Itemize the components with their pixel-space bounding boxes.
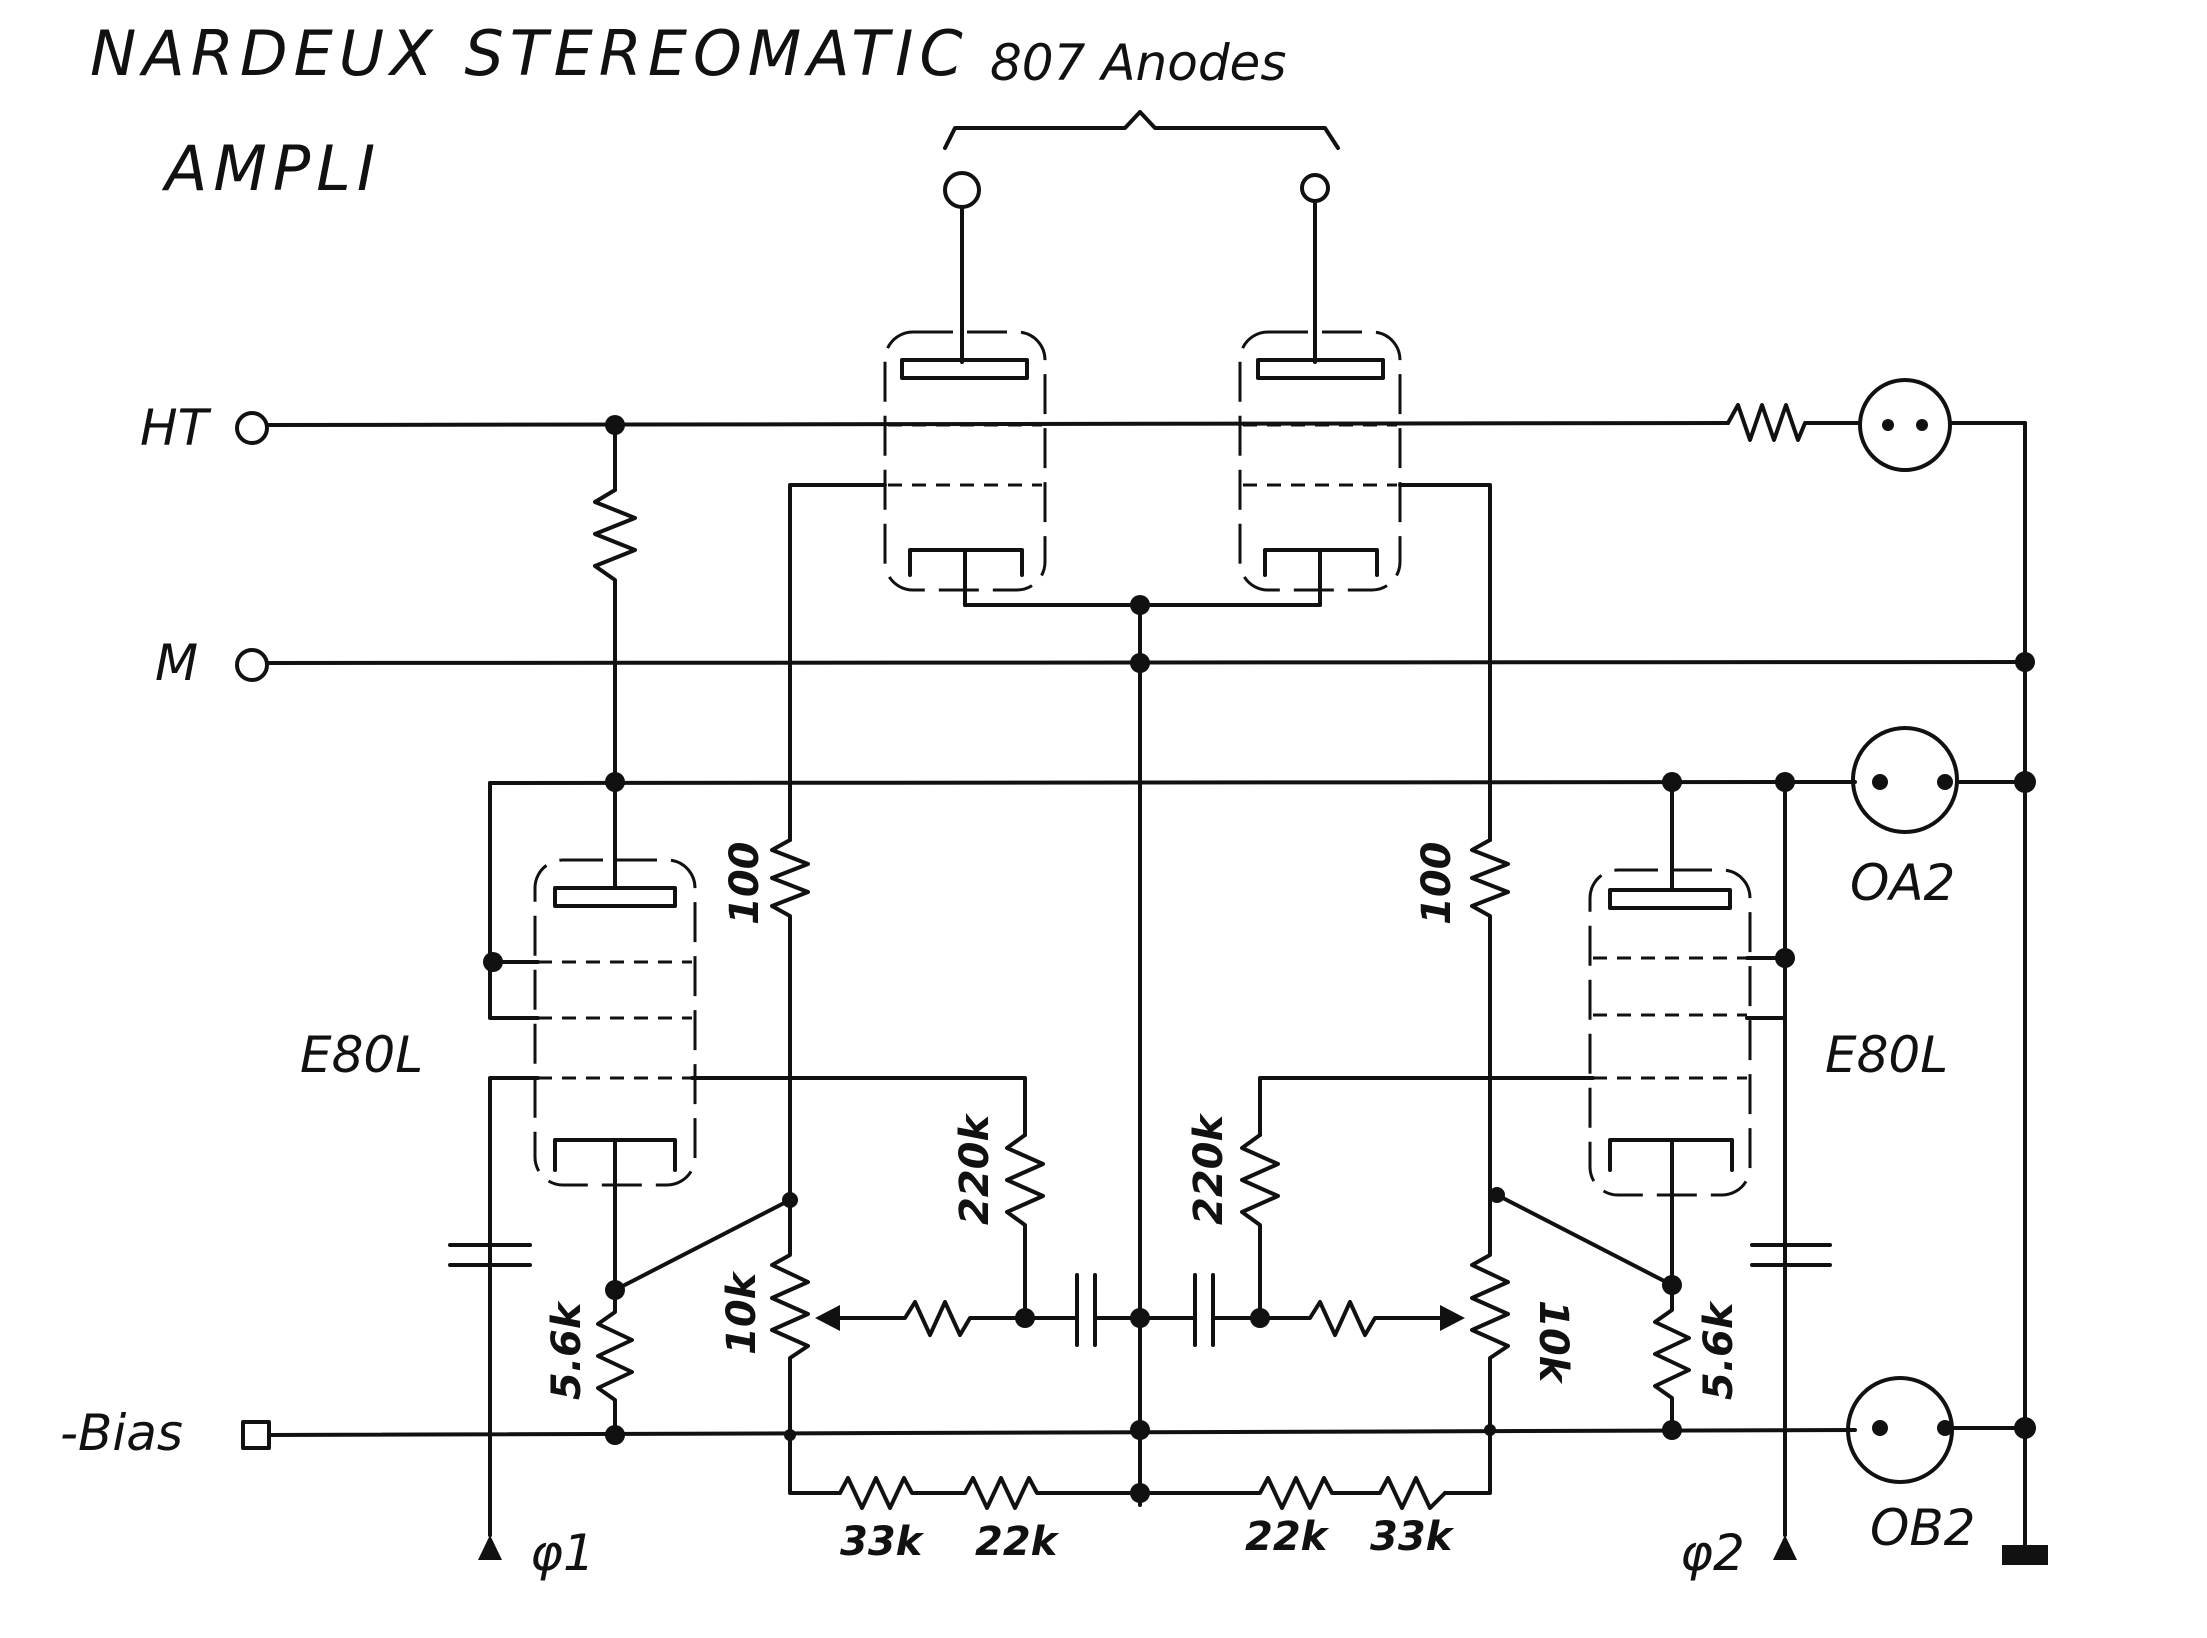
right-anode-terminal [1300,173,1330,203]
left-balance-pot [770,1183,810,1442]
left-series-resistor [838,1300,1027,1337]
left-divider-resistors [838,1476,1142,1510]
left-cathode-resistor-label: 5.6k [544,1300,590,1400]
driver-tube-left [533,858,697,1187]
m-terminal [235,648,269,682]
right-grid-resistor-label: 100 [1414,842,1460,926]
title-line-2: AMPLI [161,132,381,205]
left-cathode-resistor [596,1288,634,1437]
right-cathode-resistor-label: 5.6k [1696,1300,1742,1400]
left-tube-label: E80L [300,1026,423,1084]
regulator-tube-top-right [1858,378,1952,472]
m-label: M [155,634,198,692]
right-grid-resistor [1470,838,1510,1187]
ht-label: HT [140,399,212,457]
anodes-label: 807 Anodes [990,34,1286,92]
left-anode-terminal [943,171,981,209]
anodes-brace [943,110,1340,150]
right-e80l-anode-plate [1608,888,1732,910]
left-pot-label: 10k [719,1270,765,1355]
left-anode-load-resistor [593,488,637,784]
left-grid-resistor-label: 100 [722,842,768,926]
left-807-anode-plate [900,358,1029,380]
left-grid-resistor [770,838,810,1187]
right-cathode-resistor [1653,1283,1691,1432]
divider-label-4: 33k [1370,1514,1455,1560]
left-feedback-resistor [1005,1133,1045,1320]
left-feedback-resistor-label: 220k [952,1113,998,1225]
output-tube-left [883,330,1047,607]
title-line-1: NARDEUX STEREOMATIC [90,17,969,90]
right-divider-resistors [1138,1476,1447,1510]
left-output-label: φ1 [530,1524,595,1582]
ht-terminal [235,411,269,445]
ht-dropping-resistor [1726,403,1860,442]
right-balance-pot [1470,1183,1510,1442]
right-tube-label: E80L [1825,1026,1948,1084]
right-807-anode-plate [1256,358,1385,380]
right-feedback-resistor [1240,1133,1280,1320]
right-pot-label: 10k [1530,1300,1576,1385]
left-e80l-anode-plate [553,886,677,908]
bias-terminal [241,1420,271,1450]
ground-symbol [2002,1545,2048,1565]
output-tube-right [1238,330,1402,607]
divider-label-1: 33k [840,1519,925,1565]
divider-label-2: 22k [975,1519,1060,1565]
divider-label-3: 22k [1245,1514,1330,1560]
right-series-resistor [1258,1300,1442,1337]
right-feedback-resistor-label: 220k [1186,1113,1232,1225]
ob2-label: OB2 [1870,1499,1975,1557]
right-output-label: φ2 [1680,1524,1745,1582]
regulator-tube-ob2 [1846,1376,1954,1484]
oa2-label: OA2 [1850,854,1955,912]
bias-label: -Bias [60,1404,183,1462]
